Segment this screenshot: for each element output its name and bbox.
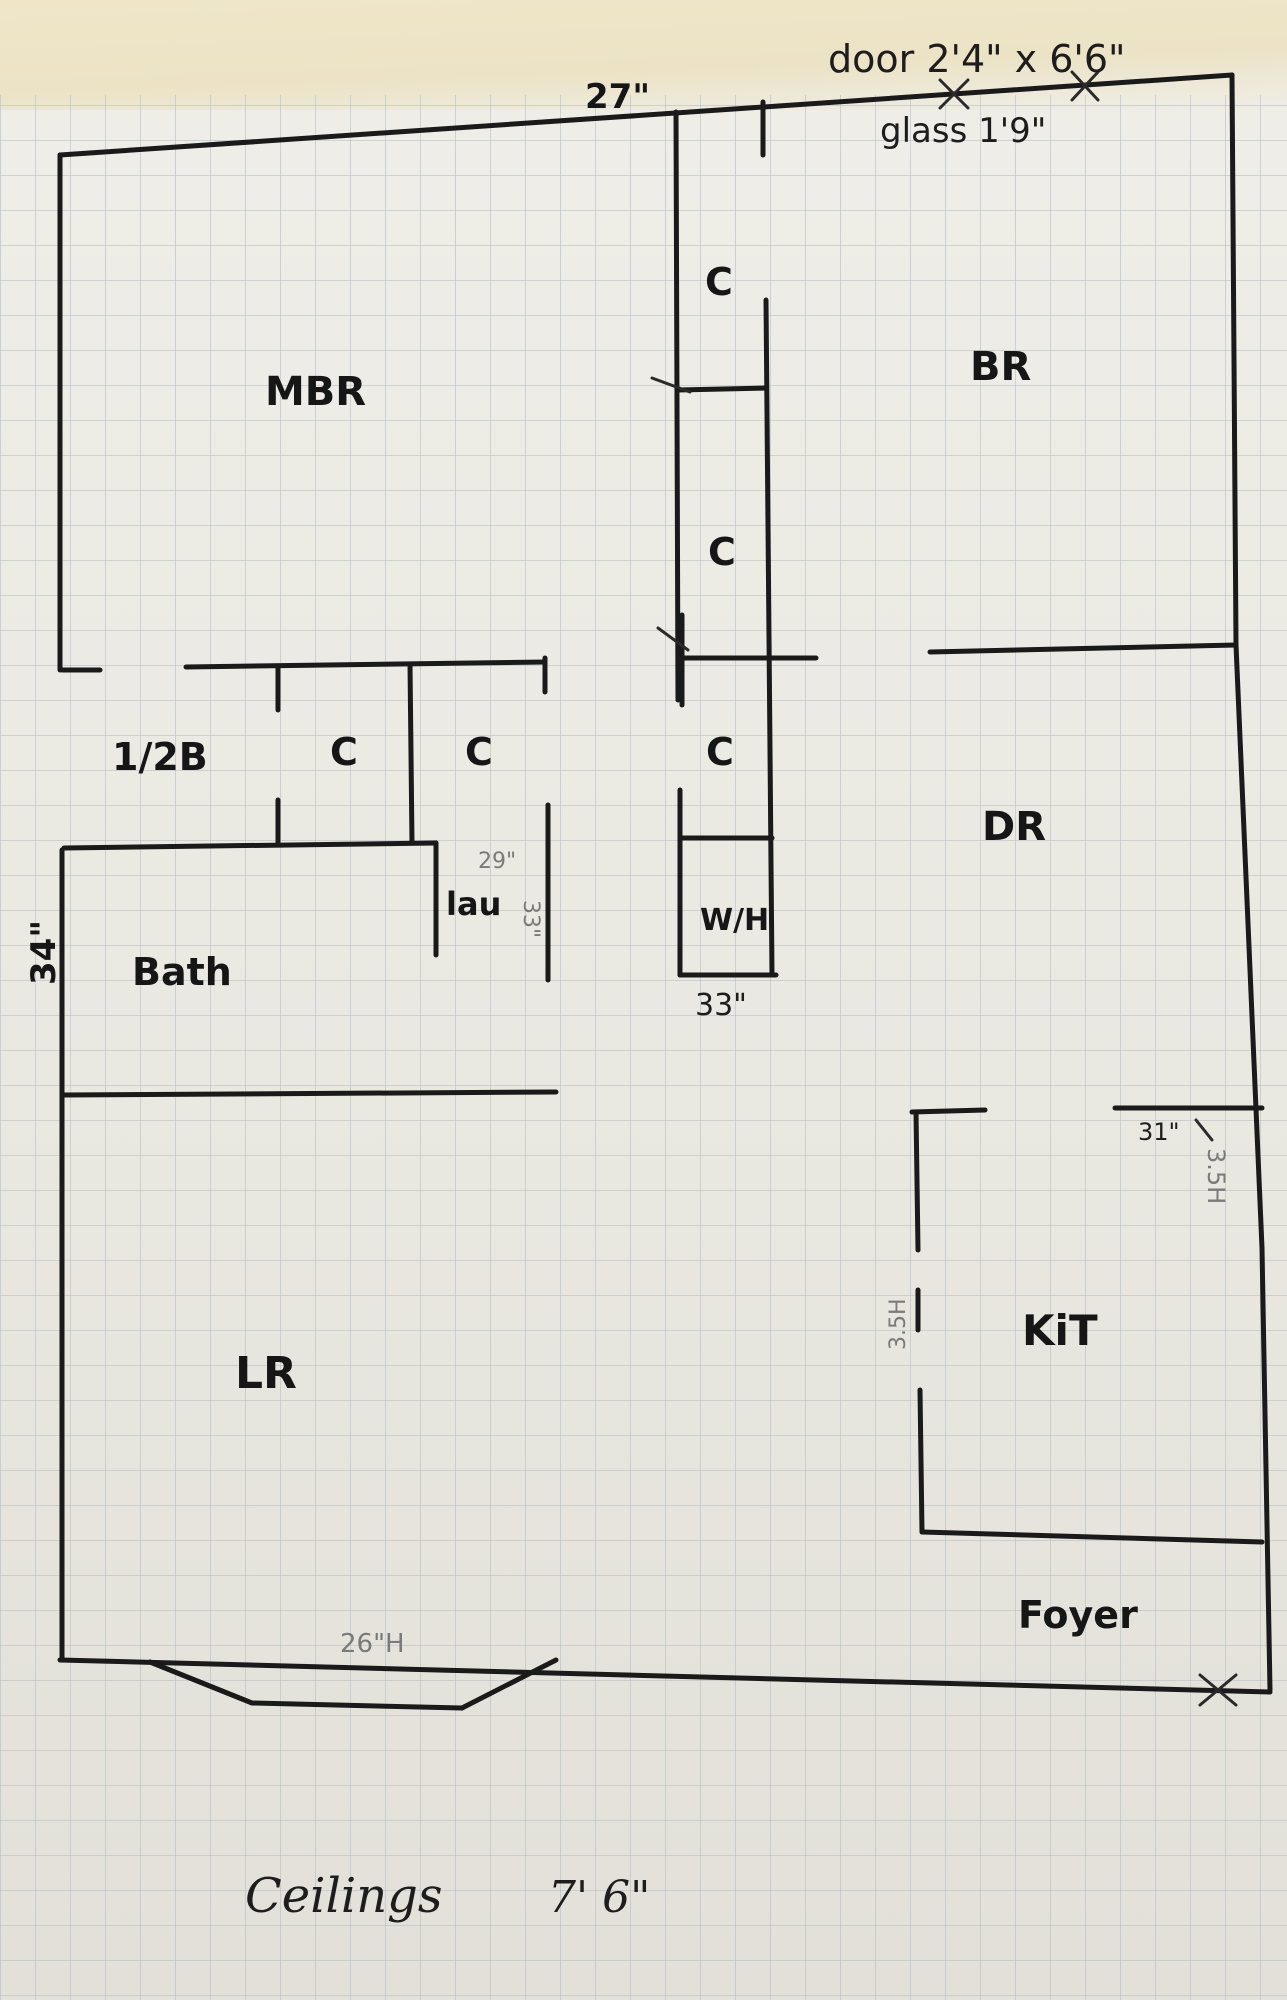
laundry-label: lau xyxy=(446,885,501,923)
top-dimension: 27" xyxy=(585,77,650,117)
br-dr-wall xyxy=(927,642,1239,655)
water-heater-dimension: 33" xyxy=(695,988,747,1023)
kitchen-walls xyxy=(909,1105,1265,1545)
left-dimension: 34" xyxy=(24,920,64,985)
closet-walls xyxy=(673,99,819,978)
door-marks xyxy=(650,70,1238,1707)
foyer-label: Foyer xyxy=(1018,1593,1138,1637)
closet-label-3: C xyxy=(706,730,734,774)
ceiling-value: 7' 6" xyxy=(548,1872,650,1923)
dr-label: DR xyxy=(982,804,1046,850)
window-height: 26"H xyxy=(340,1629,405,1659)
paper-edge xyxy=(0,0,1287,110)
kitchen-label: KiT xyxy=(1022,1306,1098,1355)
kitchen-left-dimension: 3.5H xyxy=(886,1298,911,1350)
kitchen-top-dimension: 31" xyxy=(1138,1118,1180,1146)
laundry-height: 33" xyxy=(518,900,543,938)
outer-walls xyxy=(57,72,1273,1695)
graph-paper-grid xyxy=(0,95,1287,2000)
closet-label-2: C xyxy=(708,530,736,574)
closet-label-4: C xyxy=(330,730,358,774)
kitchen-right-dimension: 3.5H xyxy=(1202,1148,1230,1204)
closet-label-5: C xyxy=(465,730,493,774)
half-bath-label: 1/2B xyxy=(112,735,208,779)
br-label: BR xyxy=(970,344,1031,390)
glass-note: glass 1'9" xyxy=(880,111,1046,151)
ceiling-label: Ceilings xyxy=(245,1868,442,1924)
room-labels: door 2'4" x 6'6" glass 1'9" 27" MBR BR C… xyxy=(24,37,1230,1924)
bath-label: Bath xyxy=(132,950,232,994)
laundry-width: 29" xyxy=(478,849,516,874)
door-note: door 2'4" x 6'6" xyxy=(828,37,1126,81)
closet-label-1: C xyxy=(705,260,733,304)
bath-walls xyxy=(59,655,559,1098)
mbr-label: MBR xyxy=(265,369,366,415)
water-heater-label: W/H xyxy=(700,903,769,938)
living-room-label: LR xyxy=(235,1348,297,1399)
bay-window xyxy=(147,1657,559,1711)
